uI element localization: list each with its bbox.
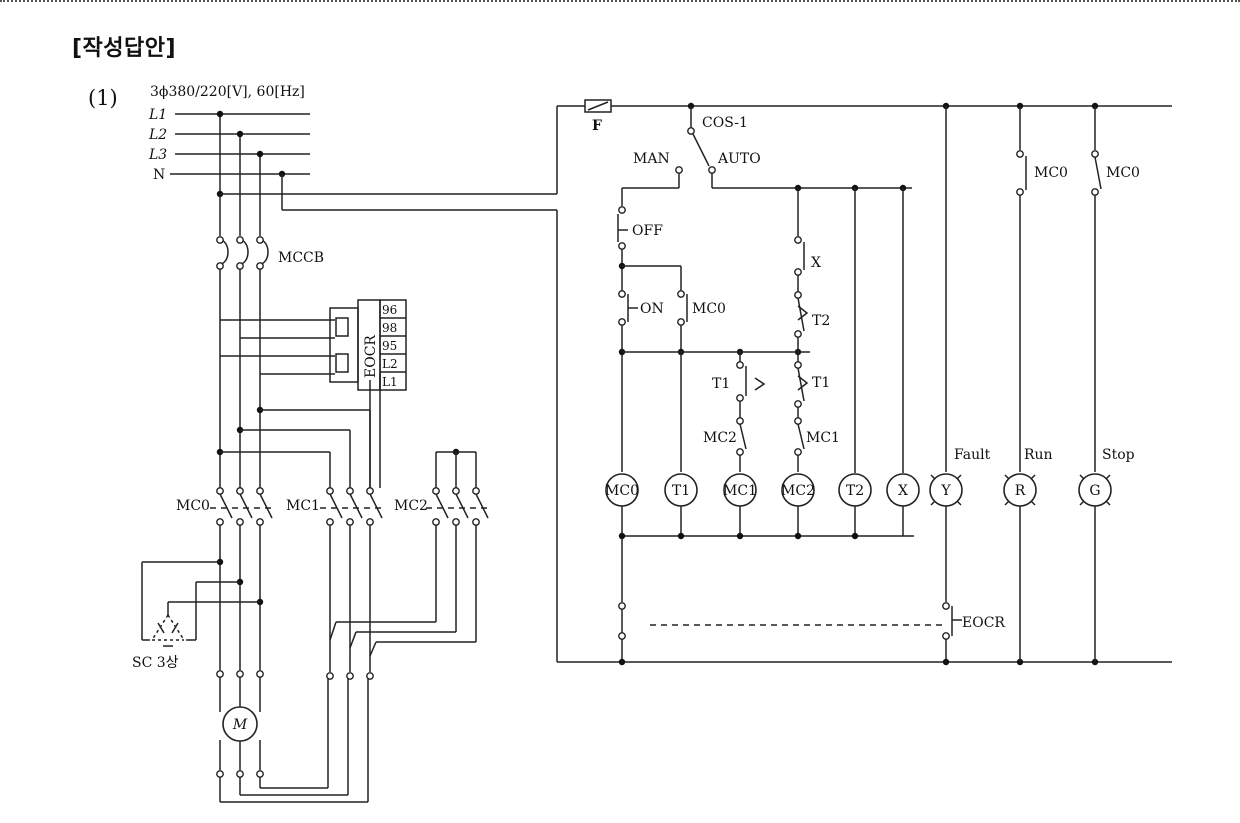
mc0-hold-contact: MC0: [677, 290, 726, 326]
power-circuit: 3ϕ380/220[V], 60[Hz] L1 L2 L3 N: [132, 84, 558, 803]
mc0-stop-contact: MC0: [1091, 150, 1140, 196]
run-lamp-letter: R: [1015, 483, 1026, 499]
question-number: (1): [88, 86, 118, 110]
coil-mc2: MC2: [781, 473, 815, 507]
mc2-interlock-contact: MC2: [703, 417, 747, 456]
stop-lamp-label: Stop: [1102, 447, 1135, 463]
mc2-contact-label: MC2: [394, 498, 428, 514]
mccb-label: MCCB: [278, 250, 324, 266]
coil-mc2-label: MC2: [781, 483, 815, 499]
eocr-terminal-98: 98: [382, 321, 397, 335]
line-label-l1: L1: [148, 107, 167, 123]
coil-t2-label: T2: [846, 483, 864, 499]
motor-label: M: [232, 717, 248, 733]
fault-lamp-letter: Y: [940, 483, 951, 499]
run-lamp-label: Run: [1024, 447, 1053, 463]
coil-x: X: [886, 473, 920, 507]
coil-t1: T1: [664, 473, 698, 507]
coil-mc1: MC1: [723, 473, 757, 507]
mc0-run-contact: MC0: [1016, 150, 1068, 196]
mccb-breaker: MCCB: [216, 196, 324, 270]
answer-heading: [작성답안]: [72, 36, 177, 61]
mc0-contact-label: MC0: [176, 498, 210, 514]
control-circuit: F COS-1 MAN AUTO: [557, 99, 1172, 666]
static-capacitor: SC 3상: [132, 614, 185, 671]
eocr-contact-label: EOCR: [962, 615, 1005, 631]
line-label-l3: L3: [148, 147, 167, 163]
x-contact: X: [794, 236, 821, 276]
off-pushbutton: OFF: [617, 206, 663, 250]
mc0-run-label: MC0: [1034, 165, 1068, 181]
eocr-label: EOCR: [363, 335, 379, 378]
coil-x-label: X: [898, 483, 908, 499]
motor: M: [222, 706, 258, 742]
mc0-stop-label: MC0: [1106, 165, 1140, 181]
t1-b-contact: T1: [794, 361, 830, 408]
selector-auto-label: AUTO: [717, 151, 761, 167]
mc1-contact-label: MC1: [286, 498, 320, 514]
dotted-divider: [0, 0, 1240, 2]
mc1-main-contacts: MC1: [286, 487, 386, 526]
fault-lamp-label: Fault: [954, 447, 991, 463]
eocr-terminal-l1: L1: [382, 375, 398, 389]
eocr-terminal-96: 96: [382, 303, 397, 317]
x-contact-label: X: [811, 255, 821, 271]
run-lamp: R Run: [1003, 447, 1053, 507]
coil-mc0: MC0: [605, 473, 639, 507]
eocr-terminal-l2: L2: [382, 357, 398, 371]
coil-t2: T2: [838, 473, 872, 507]
off-label: OFF: [632, 223, 663, 239]
on-pushbutton: ON: [618, 290, 664, 326]
t2-contact-label: T2: [812, 313, 830, 329]
capacitor-label: SC 3상: [132, 655, 179, 671]
on-label: ON: [640, 301, 664, 317]
mc2-main-contacts: MC2: [394, 487, 492, 526]
line-label-l2: L2: [148, 127, 167, 143]
selector-label: COS-1: [702, 115, 748, 131]
mc0-main-contacts: MC0: [176, 487, 276, 526]
eocr-relay: EOCR 96 98 95 L2 L1: [329, 299, 407, 391]
mc1-interlock-contact: MC1: [794, 417, 840, 456]
fault-lamp: Y Fault: [929, 447, 991, 507]
cos1-selector-switch: COS-1 MAN AUTO: [633, 106, 761, 174]
coil-mc1-label: MC1: [723, 483, 757, 499]
t2-timer-contact: T2: [794, 291, 830, 338]
fuse-label: F: [592, 118, 602, 134]
t1-a-contact-label: T1: [712, 376, 730, 392]
supply-label: 3ϕ380/220[V], 60[Hz]: [150, 84, 305, 100]
line-label-n: N: [153, 167, 165, 183]
coil-mc0-label: MC0: [605, 483, 639, 499]
mc2-interlock-label: MC2: [703, 430, 737, 446]
mc0-hold-label: MC0: [692, 301, 726, 317]
coil-t1-label: T1: [672, 483, 690, 499]
eocr-contact: EOCR: [942, 602, 1005, 640]
t1-a-contact: T1: [712, 361, 766, 402]
stop-lamp-letter: G: [1089, 483, 1100, 499]
mc1-interlock-label: MC1: [806, 430, 840, 446]
stop-lamp: G Stop: [1078, 447, 1135, 507]
eocr-terminal-95: 95: [382, 339, 397, 353]
t1-b-contact-label: T1: [812, 375, 830, 391]
selector-man-label: MAN: [633, 151, 670, 167]
